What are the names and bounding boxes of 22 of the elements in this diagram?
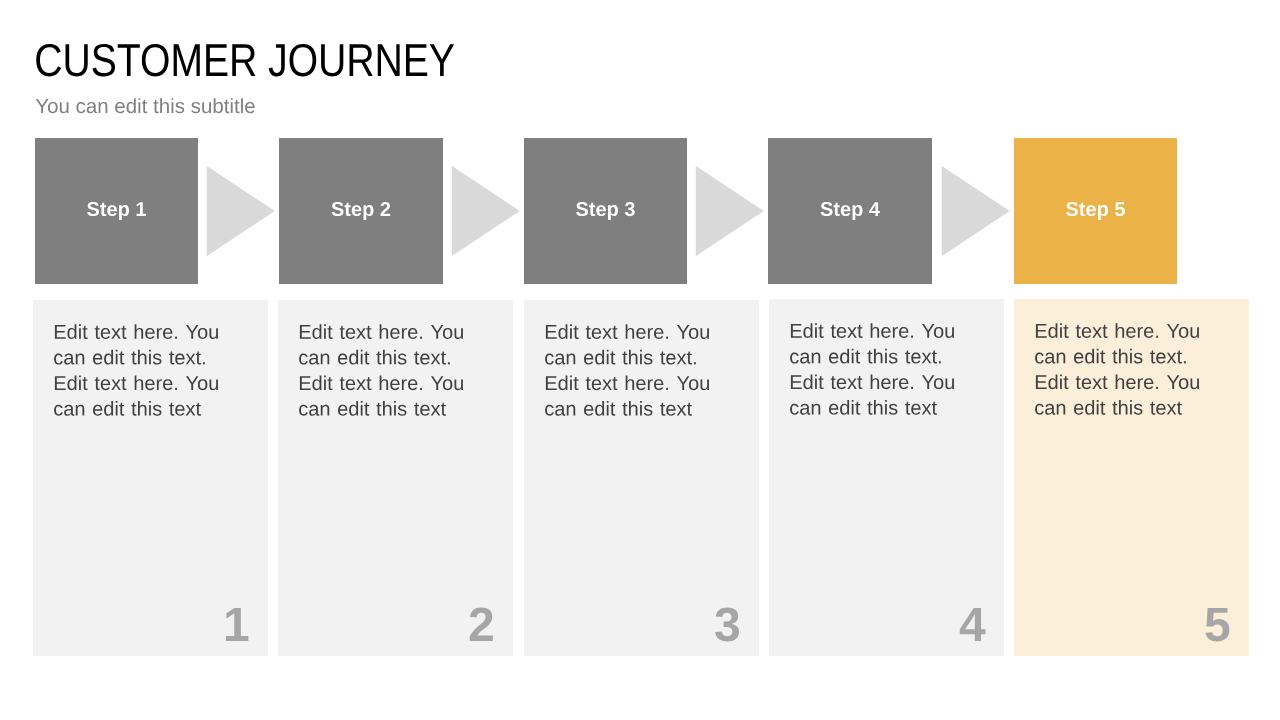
title: CUSTOMER JOURNEY	[36, 43, 455, 77]
step-number: 4	[959, 607, 986, 641]
step-box: Step 4	[768, 138, 932, 284]
body-text: Edit text here. You can edit this text. Edit text here. You can edit this text	[299, 324, 463, 416]
body-text: Edit text here. You can edit this text. Edit text here. You can edit this text	[1035, 323, 1199, 415]
body-text: Edit text here. You can edit this text. Edit text here. You can edit this text	[790, 323, 954, 415]
body-text: Edit text here. You can edit this text. Edit text here. You can edit this text	[54, 324, 218, 416]
step-box: Step 3	[524, 138, 687, 284]
step-box: Step 5	[1014, 138, 1177, 284]
body-text: Edit text here. You can edit this text. Edit text here. You can edit this text	[545, 324, 709, 416]
step-box: Step 1	[35, 138, 198, 284]
arrow	[941, 166, 1010, 256]
step-number: 1	[226, 607, 249, 641]
arrow	[451, 166, 520, 256]
step-number: 2	[469, 607, 493, 641]
arrow	[695, 166, 764, 256]
step-number: 3	[715, 607, 739, 642]
text-panel	[1014, 299, 1249, 656]
step-box: Step 2	[279, 138, 443, 284]
step-number: 5	[1205, 607, 1230, 642]
subtitle: You can edit this subtitle	[35, 98, 255, 114]
arrow	[206, 166, 275, 256]
